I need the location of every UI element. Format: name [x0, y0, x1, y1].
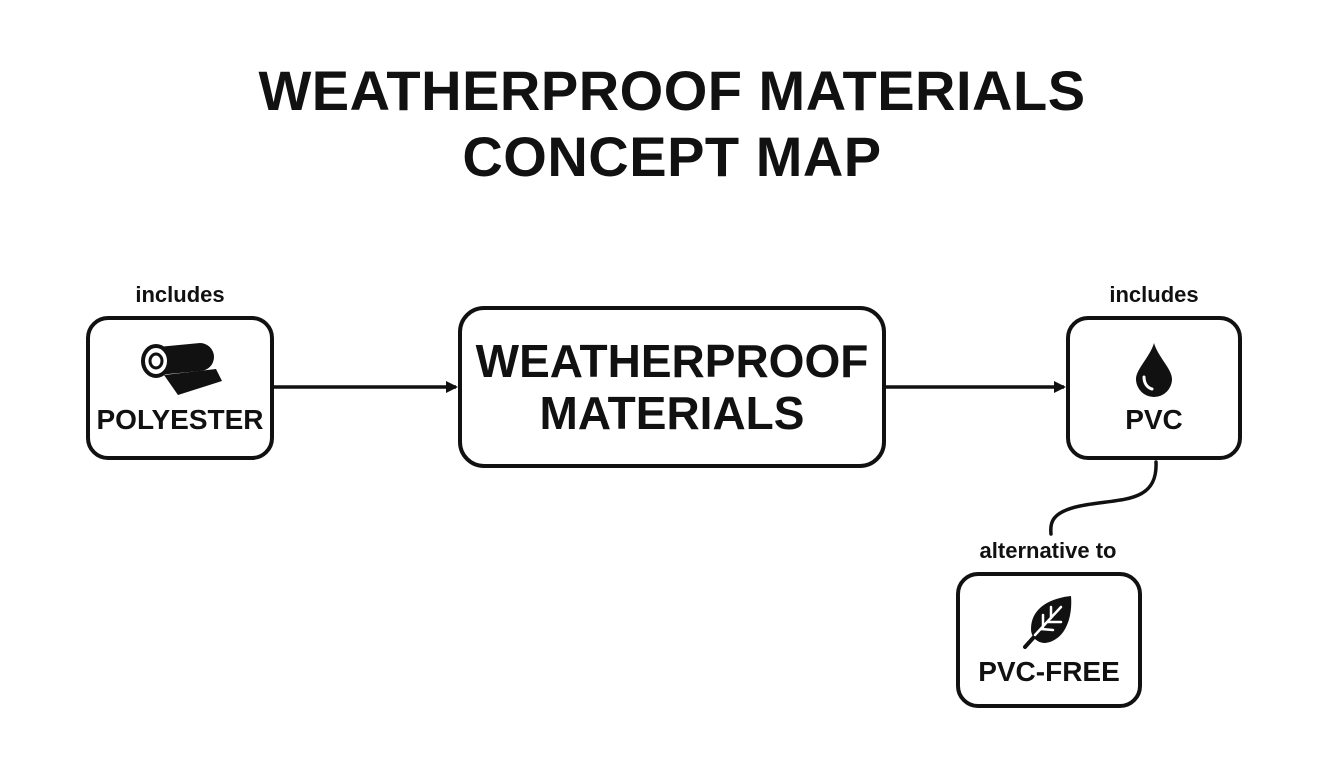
node-pvc-free[interactable]: PVC-FREE [956, 572, 1142, 708]
edge-label-includes-left: includes [135, 282, 225, 307]
node-polyester[interactable]: POLYESTER [86, 316, 274, 460]
edge-label-alternative-to: alternative to [979, 538, 1117, 563]
node-pvc[interactable]: PVC [1066, 316, 1242, 460]
edge-label-includes-right: includes [1109, 282, 1199, 307]
title-line-1: WEATHERPROOF MATERIALS [258, 59, 1086, 122]
node-pvc-label: PVC [1125, 404, 1183, 435]
page-title: WEATHERPROOF MATERIALS CONCEPT MAP [0, 58, 1344, 190]
title-line-2: CONCEPT MAP [462, 125, 882, 188]
edge-pvc-to-pvc-free [1049, 460, 1158, 536]
fabric-roll-icon [141, 343, 222, 395]
node-pvc-free-label: PVC-FREE [978, 656, 1120, 687]
water-drop-icon [1136, 343, 1172, 397]
node-polyester-label: POLYESTER [96, 404, 264, 435]
node-center-line-1: WEATHERPROOF [475, 335, 869, 387]
node-center-line-2: MATERIALS [539, 387, 805, 439]
leaf-icon [1023, 596, 1072, 649]
node-weatherproof-materials[interactable]: WEATHERPROOF MATERIALS [458, 306, 886, 468]
